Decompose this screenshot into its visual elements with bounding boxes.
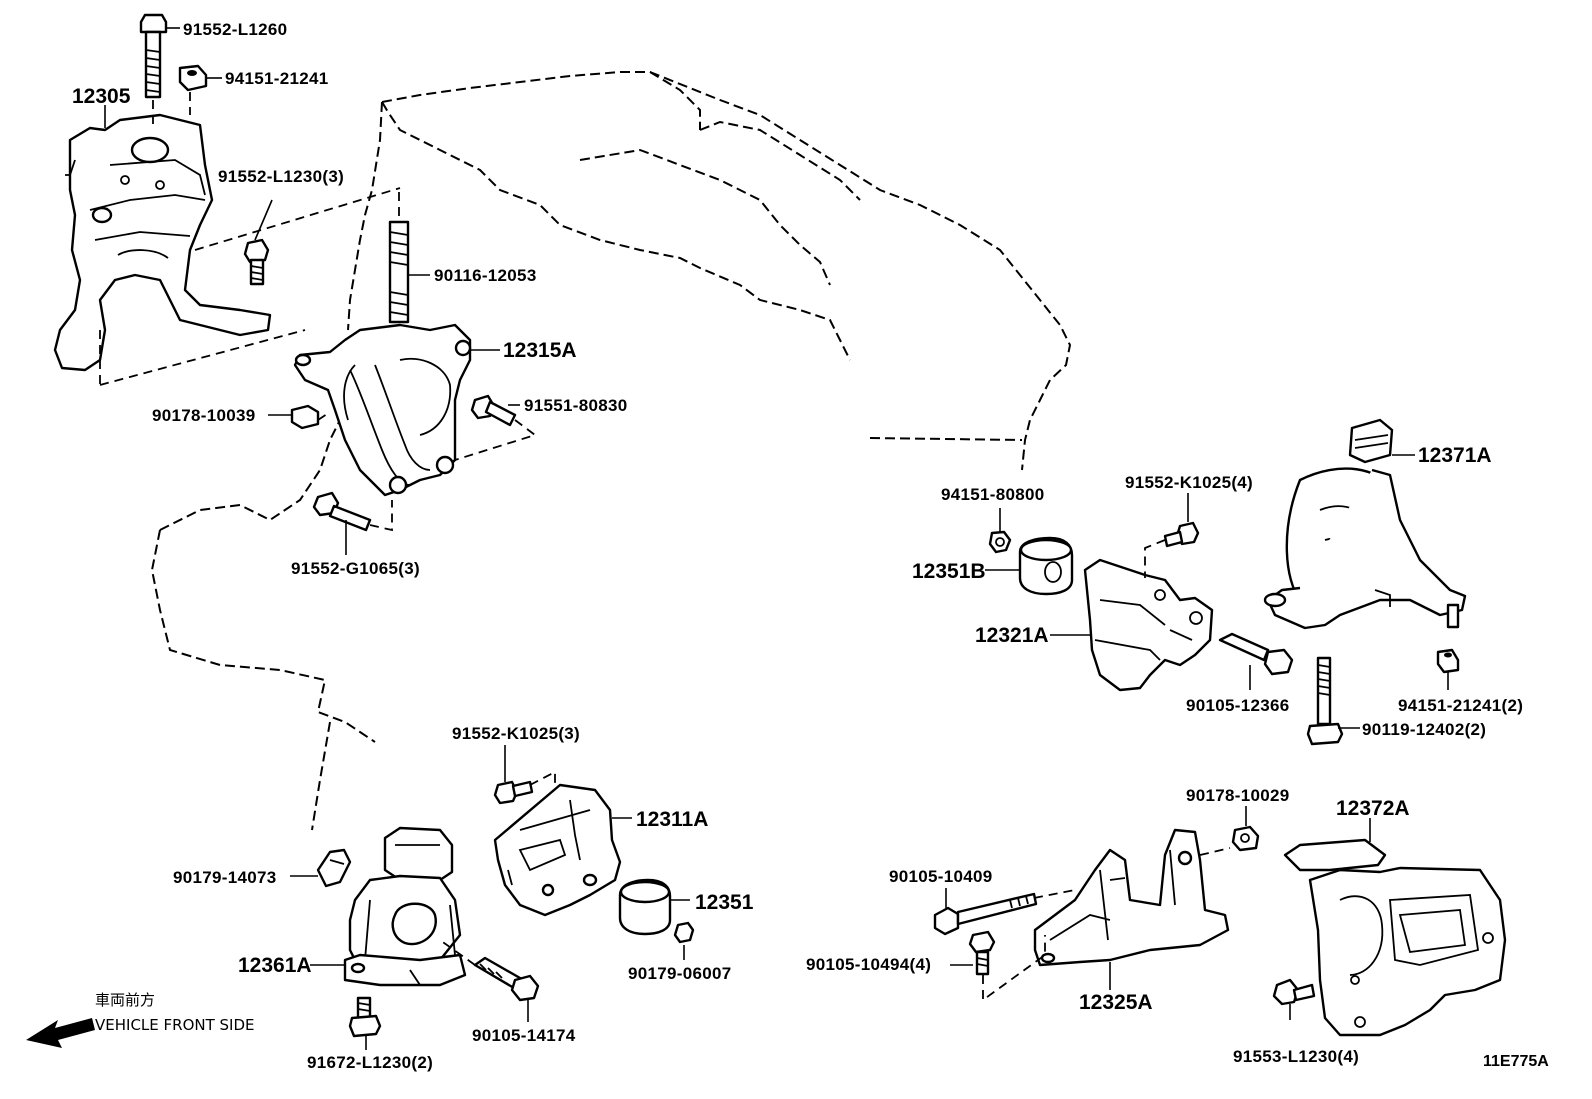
label-90105-10409: 90105-10409 [889,867,993,886]
label-12305: 12305 [72,85,131,108]
bolt-90105-12366 [1218,632,1294,676]
label-90178-10029: 90178-10029 [1186,786,1290,805]
label-90105-12366: 90105-12366 [1186,696,1290,715]
nut-94151-21241-2 [1436,648,1460,674]
label-12315A: 12315A [503,339,577,362]
bolt-91553-L1230-4 [1272,978,1316,1006]
bracket-12325A [1033,828,1230,967]
label-91672-L1230-2: 91672-L1230(2) [307,1053,433,1072]
label-12321A: 12321A [975,624,1049,647]
bolt-91551-80830 [470,394,517,427]
label-94151-21241-2: 94151-21241(2) [1398,696,1523,715]
bolt-90105-10409 [933,892,1038,936]
bolt-91552-L1260 [139,13,168,99]
bolt-90119-12402-2 [1306,656,1344,746]
label-12372A: 12372A [1336,797,1410,820]
label-91552-G1065-3: 91552-G1065(3) [291,559,420,578]
label-91552-L1230-3: 91552-L1230(3) [218,167,344,186]
mount-12371A [1263,418,1467,630]
bolt-91552-L1230 [243,238,270,286]
label-12351: 12351 [695,891,754,914]
part-12305-mount [53,113,272,372]
bolt-90105-14174 [473,956,540,1002]
front-label-en: VEHICLE FRONT SIDE [95,1016,255,1034]
label-90119-12402-2: 90119-12402(2) [1362,720,1486,739]
mount-12372A [1283,838,1507,1037]
engine-outline [150,71,1072,831]
label-91552-L1260: 91552-L1260 [183,20,287,39]
bolt-91552-K1025-3 [493,780,534,805]
nut-94151-21241 [178,64,208,92]
label-94151-21241: 94151-21241 [225,69,329,88]
mount-12361A [343,826,467,987]
cushion-12351B [1018,536,1074,596]
label-90105-14174: 90105-14174 [472,1026,576,1045]
label-94151-80800: 94151-80800 [941,485,1045,504]
front-label-jp: 車両前方 [95,991,155,1009]
bolt-90105-10494-4 [968,930,996,976]
bolt-91672-L1230-2 [348,996,382,1038]
label-91553-L1230-4: 91553-L1230(4) [1233,1047,1359,1066]
label-91552-K1025-3: 91552-K1025(3) [452,724,580,743]
nut-94151-80800 [988,530,1012,554]
label-90116-12053: 90116-12053 [434,266,537,285]
label-12351B: 12351B [912,560,986,583]
bracket-12321A [1083,558,1214,692]
cushion-12351 [618,878,672,936]
label-12361A: 12361A [238,954,312,977]
label-90178-10039: 90178-10039 [152,406,256,425]
part-labels: 91552-L1260 94151-21241 12305 91552-L123… [72,20,1523,1072]
label-91552-K1025-4: 91552-K1025(4) [1125,473,1253,492]
label-12371A: 12371A [1418,444,1492,467]
front-arrow-icon [26,1018,95,1048]
bracket-12315A [293,323,472,497]
nut-90178-10029 [1231,825,1260,852]
label-90179-06007: 90179-06007 [628,964,732,983]
bracket-12311A [493,783,622,917]
bolt-91552-K1025-4 [1163,521,1200,548]
vehicle-front-indicator: 車両前方 VEHICLE FRONT SIDE [26,991,255,1048]
nut-90178-10039 [290,404,320,430]
stud-90116-12053 [388,220,410,324]
label-90105-10494-4: 90105-10494(4) [806,955,931,974]
nut-90179-14073 [316,848,352,888]
label-91551-80830: 91551-80830 [524,396,628,415]
leader-lines [104,27,1449,1050]
label-12311A: 12311A [636,808,708,831]
diagram-code: 11E775A [1483,1053,1549,1070]
bolt-91552-G1065 [312,491,372,532]
label-90179-14073: 90179-14073 [173,868,277,887]
nut-90179-06007 [673,921,695,944]
label-12325A: 12325A [1079,991,1153,1014]
